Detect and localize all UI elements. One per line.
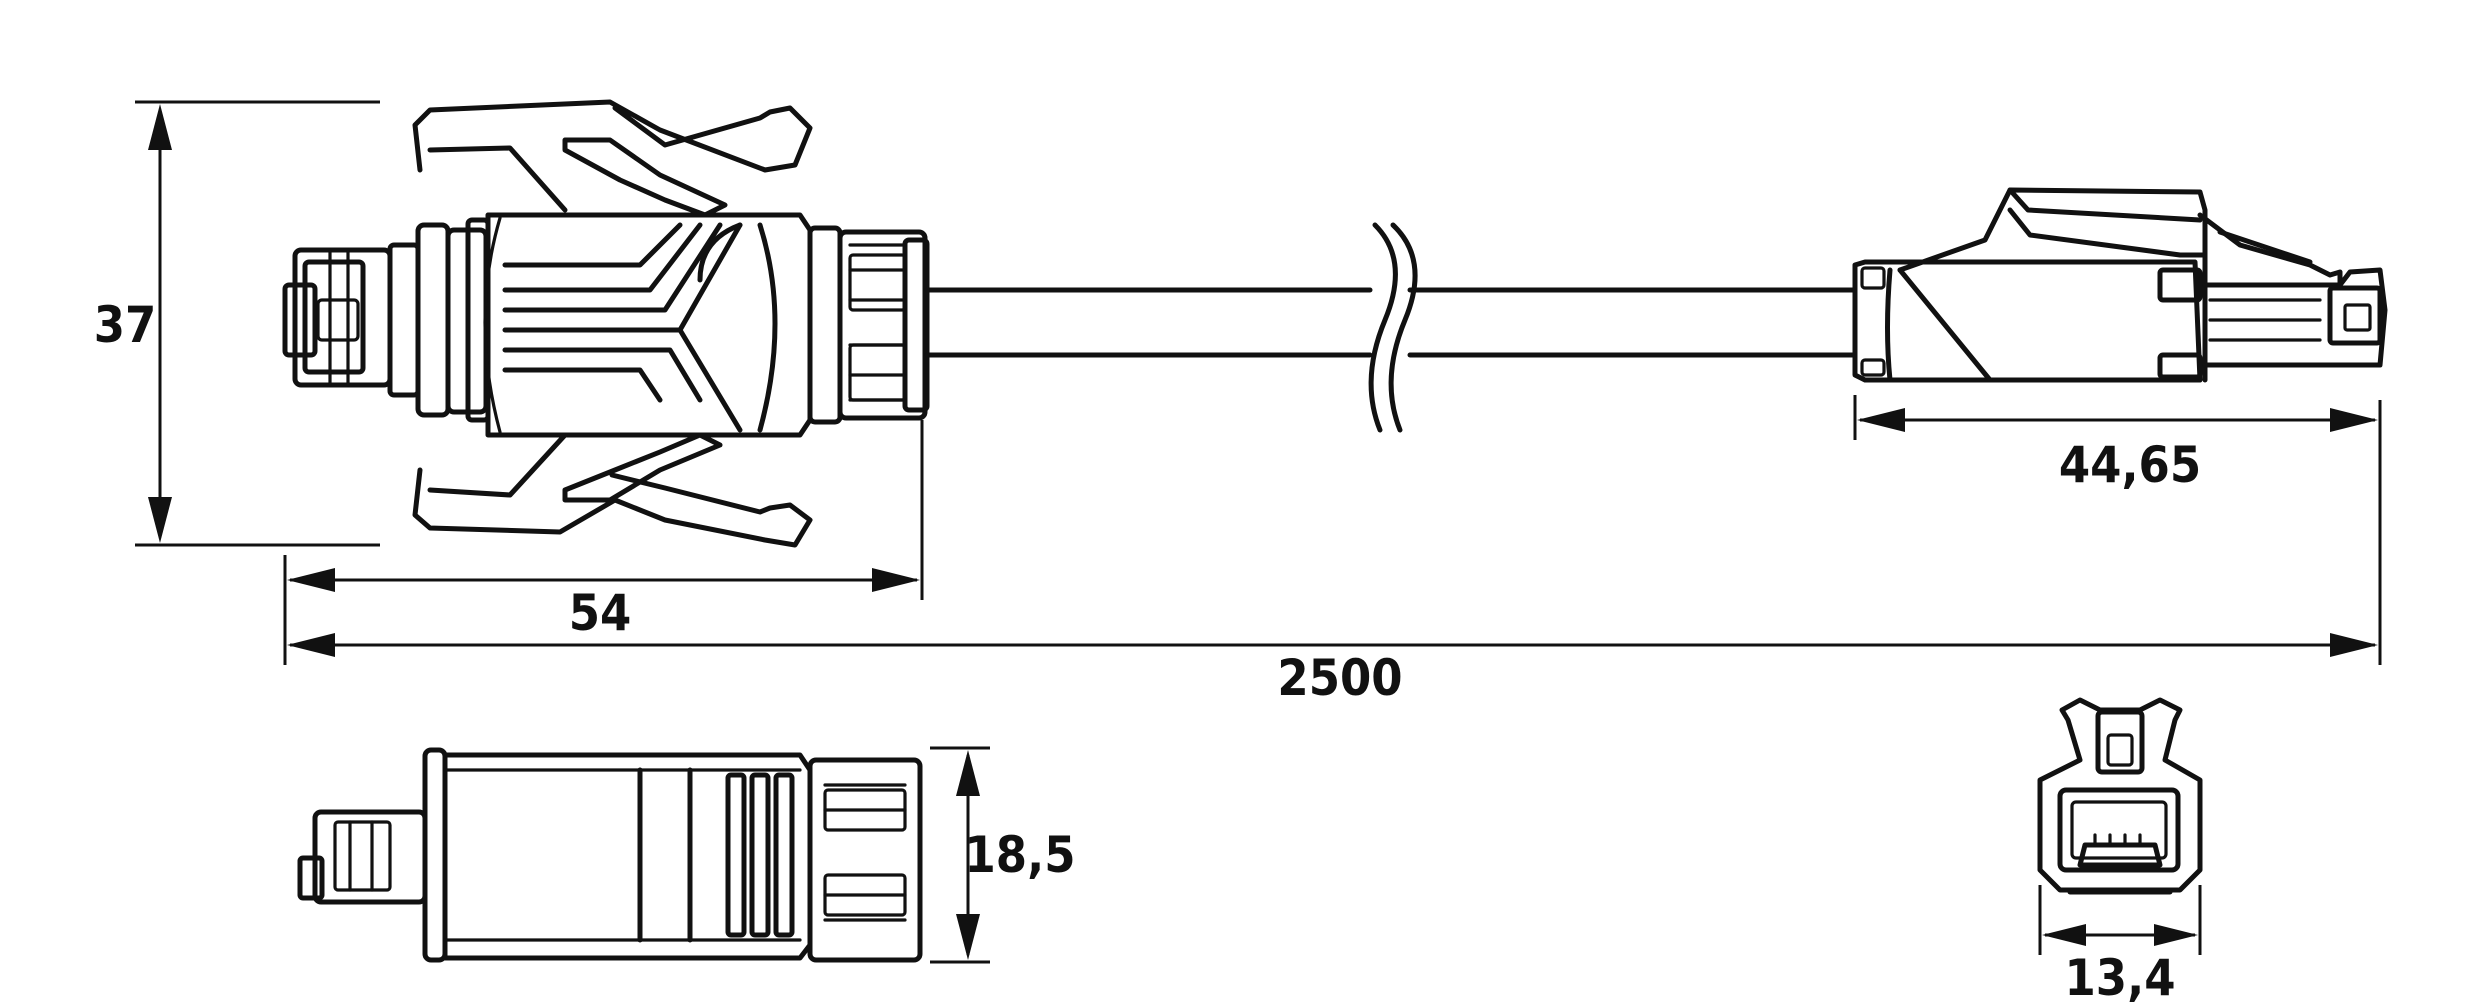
dimension-width-13-4: 13,4 <box>2038 885 2202 1004</box>
cable <box>924 222 1858 433</box>
dimension-length-44-65: 44,65 <box>1853 395 2378 494</box>
dimension-height-18-5: 18,5 <box>930 746 1076 964</box>
dimension-overall-2500: 2500 <box>287 400 2382 707</box>
label-height-18-5: 18,5 <box>965 826 1076 884</box>
label-width-13-4: 13,4 <box>2065 949 2176 1004</box>
right-connector-side-view <box>1852 187 2388 383</box>
dimension-height-37: 37 <box>94 100 380 547</box>
left-connector-top-view <box>282 99 930 548</box>
dimension-length-54: 54 <box>283 420 924 665</box>
left-connector-side-view <box>297 747 923 963</box>
label-length-44-65: 44,65 <box>2059 436 2201 494</box>
label-overall-2500: 2500 <box>1277 649 1402 707</box>
label-length-54: 54 <box>569 584 632 642</box>
right-connector-end-view <box>2037 697 2203 895</box>
label-height-37: 37 <box>94 296 157 354</box>
